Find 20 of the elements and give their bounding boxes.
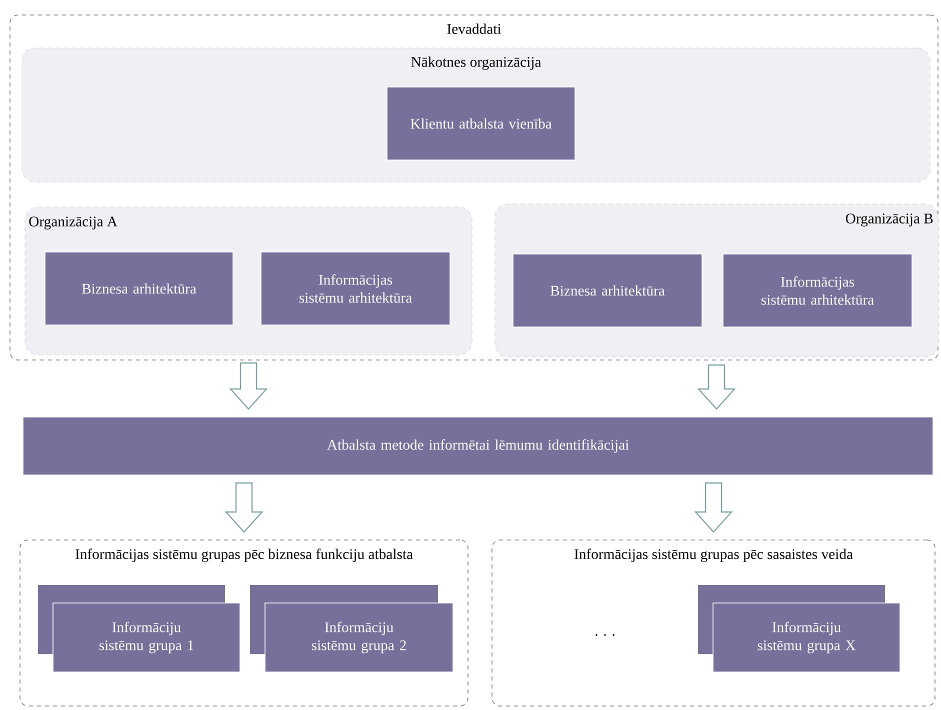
process-box: Atbalsta metode informētai lēmumu identifikācijai [22,416,934,476]
block-arrow [224,482,264,533]
group-title: Organizācija B [846,214,933,226]
stacked-card: Informāciju sistēmu grupa 1 [38,585,240,672]
block-arrow [697,364,736,410]
process-box: Informācijas sistēmu arhitektūra [260,252,450,326]
stacked-card: Informāciju sistēmu grupa 2 [250,585,454,672]
process-box: Biznesa arhitektūra [512,254,702,328]
block-arrow [229,362,268,410]
stacked-card: Informāciju sistēmu grupa X [698,585,900,672]
group-title: Organizācija A [29,216,118,230]
group-title: Nākotnes organizācija [411,56,542,70]
process-box: Biznesa arhitektūra [44,252,234,326]
ellipsis: . . . [596,634,614,636]
group-title: Informācijas sistēmu grupas pēc biznesa funkciju atbalsta [76,548,413,562]
group-title: Informācijas sistēmu grupas pēc sasaistes veida [574,548,853,562]
group-title: Ievaddati [447,24,501,34]
process-box: Informācijas sistēmu arhitektūra [722,254,912,328]
block-arrow [694,482,733,533]
process-box: Klientu atbalsta vienība [386,86,576,160]
